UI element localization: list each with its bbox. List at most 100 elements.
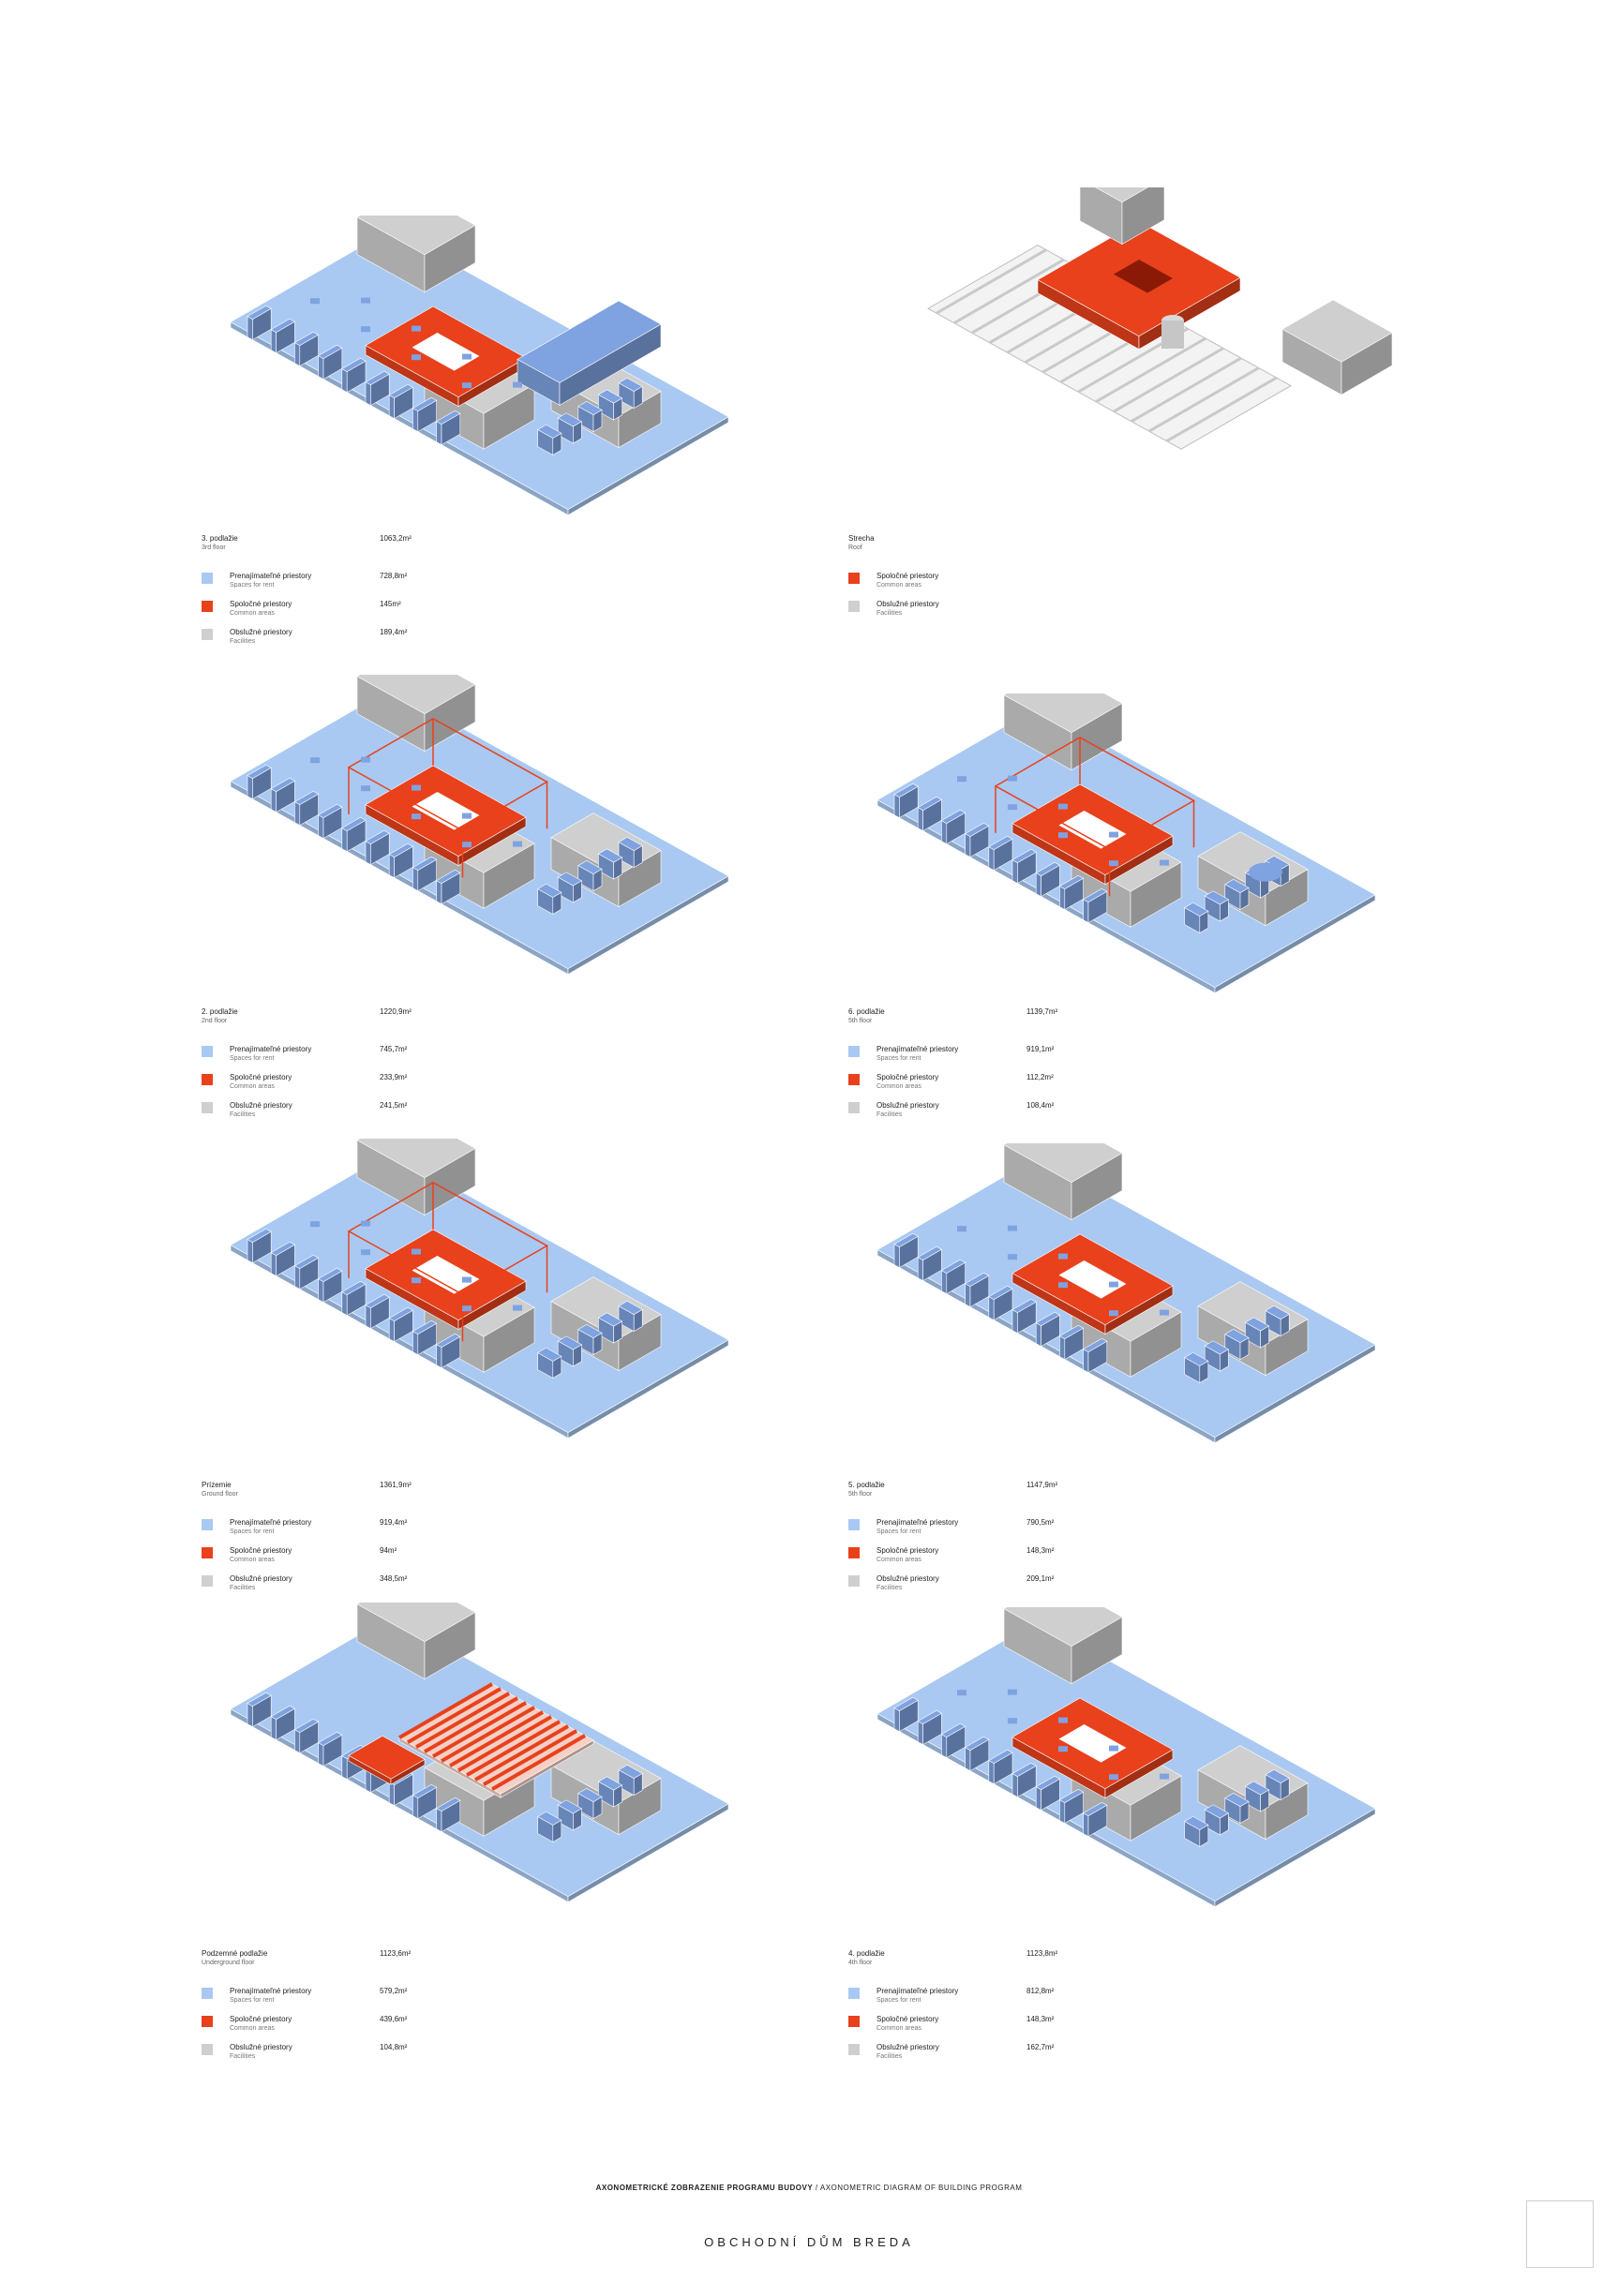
panel-floor3 bbox=[178, 216, 778, 609]
atrium-void bbox=[412, 1256, 480, 1294]
desk bbox=[412, 784, 421, 791]
panel-floor2 bbox=[178, 675, 778, 1068]
level-name-en: 5th floor bbox=[848, 1491, 873, 1498]
common-frame bbox=[347, 717, 549, 832]
swatch-common bbox=[848, 573, 860, 584]
partition-side bbox=[388, 1782, 395, 1807]
row-label: Obslužné priestory bbox=[230, 1101, 292, 1110]
swatch-rent bbox=[202, 1988, 213, 1999]
row-label-en: Spaces for rent bbox=[230, 582, 275, 589]
partition-side bbox=[893, 1707, 900, 1733]
partition-top bbox=[435, 410, 461, 425]
partition-side bbox=[412, 1795, 419, 1820]
row-value: 812,8m² bbox=[1026, 1987, 1055, 1995]
atrium-void bbox=[412, 792, 480, 830]
partition-top bbox=[435, 869, 461, 884]
swatch-common bbox=[202, 1547, 213, 1558]
panel-ground bbox=[178, 1139, 778, 1532]
partition-side bbox=[270, 788, 277, 813]
desk bbox=[462, 382, 472, 389]
partition-side bbox=[436, 1808, 442, 1833]
level-name: Podzemné podlažie bbox=[202, 1949, 268, 1958]
row-value: 728,8m² bbox=[380, 572, 408, 580]
level-area: 1147,9m² bbox=[1026, 1481, 1058, 1489]
floor-plan bbox=[876, 1607, 1376, 1908]
partition-side bbox=[917, 807, 923, 832]
desk bbox=[957, 776, 966, 783]
partition-top bbox=[317, 344, 343, 359]
desk bbox=[412, 1248, 421, 1255]
row-label-en: Spaces for rent bbox=[230, 1528, 275, 1535]
row-label-en: Common areas bbox=[876, 1083, 921, 1090]
row-label: Obslužné priestory bbox=[876, 1101, 939, 1110]
partition-top bbox=[1224, 1329, 1250, 1343]
axonometric-ground bbox=[230, 1139, 729, 1439]
row-label: Spoločné priestory bbox=[230, 1546, 292, 1555]
roof-beam bbox=[953, 258, 1065, 324]
row-label: Spoločné priestory bbox=[876, 2015, 939, 2023]
partition-top bbox=[964, 1736, 990, 1751]
partition-side bbox=[965, 833, 971, 858]
partition-top bbox=[1035, 1775, 1061, 1790]
partition-side bbox=[436, 880, 442, 905]
partition-side bbox=[318, 814, 324, 840]
row-label: Spoločné priestory bbox=[230, 1073, 292, 1081]
row-label-en: Facilities bbox=[230, 2053, 256, 2060]
facility-core-a-top bbox=[356, 1603, 476, 1642]
partition-side bbox=[1011, 1309, 1018, 1334]
desk bbox=[462, 1276, 472, 1283]
desk bbox=[1160, 1773, 1169, 1780]
desk bbox=[513, 1305, 522, 1311]
panel-floor5 bbox=[825, 1143, 1425, 1537]
partition-side bbox=[1035, 1322, 1041, 1348]
partition-side bbox=[941, 820, 948, 845]
desk bbox=[1058, 1746, 1068, 1752]
partition-top bbox=[893, 1232, 919, 1247]
row-label: Spoločné priestory bbox=[230, 600, 292, 608]
partition-top bbox=[247, 305, 272, 320]
swatch-facilities bbox=[848, 1575, 860, 1587]
desk bbox=[361, 297, 370, 304]
partition-top bbox=[1183, 902, 1209, 917]
partition-side bbox=[294, 1729, 301, 1754]
common-hatch-line bbox=[440, 1706, 536, 1763]
common-hatch-line bbox=[423, 1696, 519, 1753]
rent-block-top bbox=[517, 300, 662, 383]
desk bbox=[310, 757, 320, 764]
swatch-rent bbox=[202, 1519, 213, 1530]
partition-side bbox=[247, 775, 253, 800]
facility-core-a-top bbox=[356, 675, 476, 714]
partition-top bbox=[964, 1272, 990, 1287]
rent-round-room bbox=[1249, 862, 1282, 882]
row-label-en: Spaces for rent bbox=[876, 1997, 921, 2004]
floor-plan bbox=[876, 693, 1376, 994]
partition-side bbox=[988, 1760, 995, 1785]
roof-beam bbox=[1148, 366, 1260, 433]
partition-side bbox=[965, 1283, 971, 1308]
desk bbox=[462, 842, 472, 848]
desk bbox=[1008, 1225, 1017, 1231]
partition-top bbox=[1183, 1351, 1209, 1366]
floor-plan bbox=[876, 1143, 1376, 1444]
swatch-facilities bbox=[848, 1102, 860, 1113]
partition-top bbox=[940, 809, 966, 824]
axonometric-floor6 bbox=[876, 693, 1376, 994]
partition-top bbox=[1265, 1769, 1290, 1783]
swatch-rent bbox=[202, 1046, 213, 1057]
partition-top bbox=[388, 1306, 414, 1321]
floor-plan bbox=[230, 1139, 729, 1439]
partition-side bbox=[1035, 1786, 1041, 1811]
row-label-en: Common areas bbox=[230, 1083, 275, 1090]
partition-top bbox=[412, 856, 438, 871]
row-label-en: Facilities bbox=[230, 1585, 256, 1591]
partition-top bbox=[317, 1731, 343, 1746]
row-label: Prenajímateľné priestory bbox=[230, 1987, 312, 1995]
